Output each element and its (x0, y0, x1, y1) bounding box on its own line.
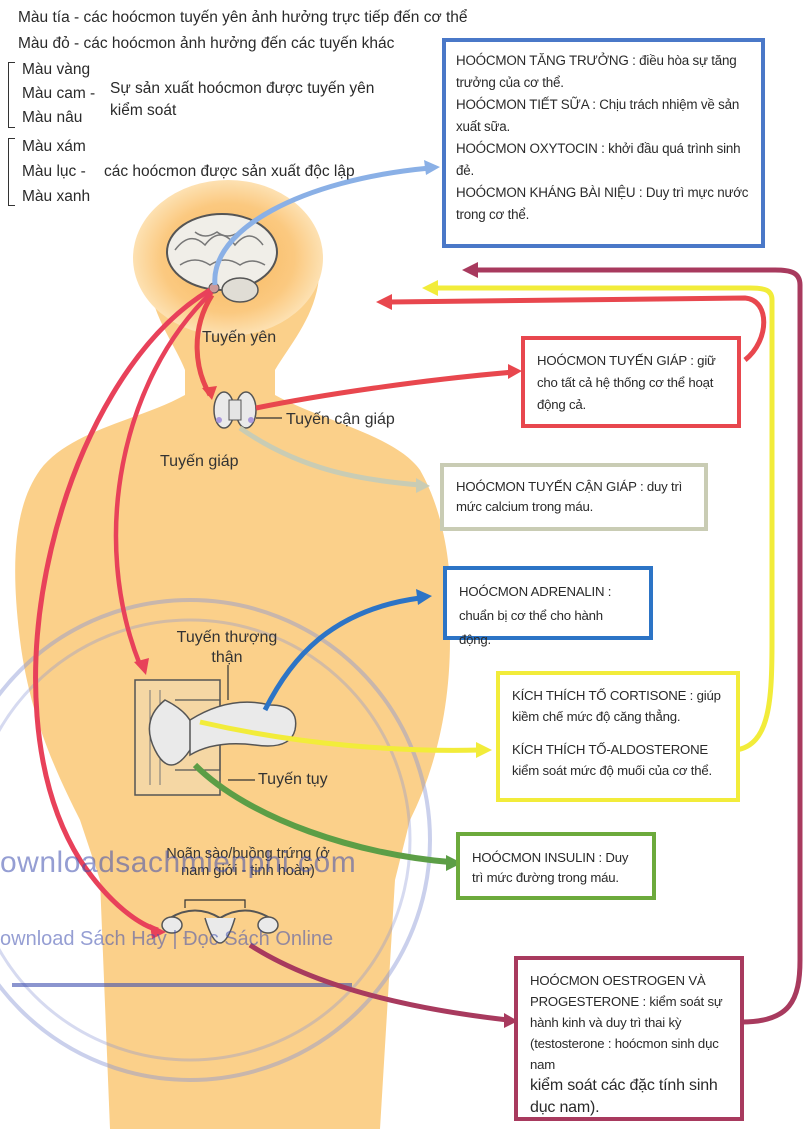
box-pituitary-line1: HOÓCMON TĂNG TRƯỞNG : điều hòa sự tăng t… (456, 53, 737, 90)
arrow-thyroid-box (255, 369, 515, 411)
watermark-tagline: ownload Sách Hay | Đọc Sách Online (0, 928, 334, 950)
arrow-oestrogen-feedback (475, 267, 803, 1025)
box-pituitary-line4: HOÓCMON KHÁNG BÀI NIỆU : Duy trì mực nướ… (456, 185, 749, 222)
legend-color-gray: Màu xám (22, 138, 86, 155)
body-silhouette (15, 188, 451, 1129)
box-insulin: HOÓCMON INSULIN : Duy trì mức đường tron… (456, 832, 656, 900)
box-adrenalin: HOÓCMON ADRENALIN : chuẩn bị cơ thể cho … (443, 566, 653, 647)
box-parathyroid-text: HOÓCMON TUYẾN CẬN GIÁP : duy trì mức cal… (456, 479, 683, 514)
box-parathyroid-hormone: HOÓCMON TUYẾN CẬN GIÁP : duy trì mức cal… (440, 463, 708, 531)
legend-group1-colors: Màu vàng Màu cam - Màu nâu (8, 58, 95, 130)
label-thyroid: Tuyến giáp (160, 453, 239, 470)
arrow-adrenalin (262, 595, 421, 712)
arrow-pituitary-adrenal (113, 290, 214, 666)
arrow-pituitary-gonads (33, 287, 212, 933)
watermark-site: ownloadsachmienphi.com (0, 846, 357, 879)
legend-group1-bracket (8, 62, 15, 128)
watermark-circle (0, 598, 432, 1082)
arrow-insulin (192, 762, 451, 865)
legend-purple: Màu tía - các hoócmon tuyến yên ảnh hưởn… (18, 9, 468, 26)
box-cortisone-aldosterone: KÍCH THÍCH TỐ CORTISONE : giúp kiềm chế … (496, 671, 740, 802)
legend-red: Màu đỏ - các hoócmon ảnh hưởng đến các t… (18, 35, 395, 52)
arrow-oestrogen (248, 942, 509, 1023)
arrow-pituitary-thyroid (194, 293, 215, 397)
label-gonads: Noãn sào/buồng trứng (ở nam giới - tinh … (166, 846, 330, 879)
legend-color-orange: Màu cam - (22, 85, 96, 102)
legend-color-blue: Màu xanh (22, 188, 91, 205)
legend-color-yellow: Màu vàng (22, 61, 91, 78)
box-aldosterone-text: KÍCH THÍCH TỐ-ALDOSTERONE kiểm soát mức … (512, 742, 712, 778)
legend-color-brown: Màu nâu (22, 109, 83, 126)
ovaries-icon (161, 909, 279, 944)
arrow-parathyroid-box (238, 425, 421, 488)
box-oestrogen-progesterone: HOÓCMON OESTROGEN VÀ PROGESTERONE : kiểm… (514, 956, 744, 1121)
legend-group1-description: Sự sản xuất hoócmon được tuyến yên kiểm … (110, 80, 375, 119)
legend-group2-bracket (8, 138, 15, 206)
arrow-thyroid-feedback (389, 295, 767, 362)
label-parathyroid: Tuyến cận giáp (286, 411, 395, 428)
arrow-adrenal-cortisone (199, 719, 481, 753)
box-pituitary-line2: HOÓCMON TIẾT SỮA : Chịu trách nhiệm về s… (456, 97, 740, 134)
box-insulin-text: HOÓCMON INSULIN : Duy trì mức đường tron… (472, 850, 629, 885)
box-thyroid-text: HOÓCMON TUYẾN GIÁP : giữ cho tất cả hệ t… (537, 353, 716, 412)
box-thyroid-hormone: HOÓCMON TUYẾN GIÁP : giữ cho tất cả hệ t… (521, 336, 741, 428)
arrow-pituitary-box (212, 165, 431, 286)
box-testosterone-note2: kiểm soát các đặc tính sinh dục nam). (530, 1077, 718, 1116)
box-testosterone-note: (testosterone : hoócmon sinh dục nam (530, 1036, 719, 1072)
thyroid-gland-icon (213, 391, 257, 429)
box-pituitary-line3: HOÓCMON OXYTOCIN : khởi đầu quá trình si… (456, 141, 741, 178)
legend-color-green: Màu lục - (22, 163, 86, 180)
box-oestrogen-text: HOÓCMON OESTROGEN VÀ PROGESTERONE : kiểm… (530, 973, 723, 1030)
legend-group2-description: các hoócmon được sản xuất độc lập (104, 163, 355, 180)
arrow-cortisone-feedback (435, 285, 775, 753)
box-cortisone-text: KÍCH THÍCH TỐ CORTISONE : giúp kiềm chế … (512, 688, 721, 724)
label-adrenal: Tuyến thượng thận (176, 629, 278, 666)
box-adrenalin-text: HOÓCMON ADRENALIN : chuẩn bị cơ thể cho … (459, 584, 612, 647)
label-pancreas: Tuyến tụy (258, 771, 328, 788)
box-pituitary-hormones: HOÓCMON TĂNG TRƯỞNG : điều hòa sự tăng t… (442, 38, 765, 248)
legend-group2-colors: Màu xám Màu lục - Màu xanh (8, 134, 90, 209)
label-pituitary: Tuyến yên (202, 329, 277, 346)
